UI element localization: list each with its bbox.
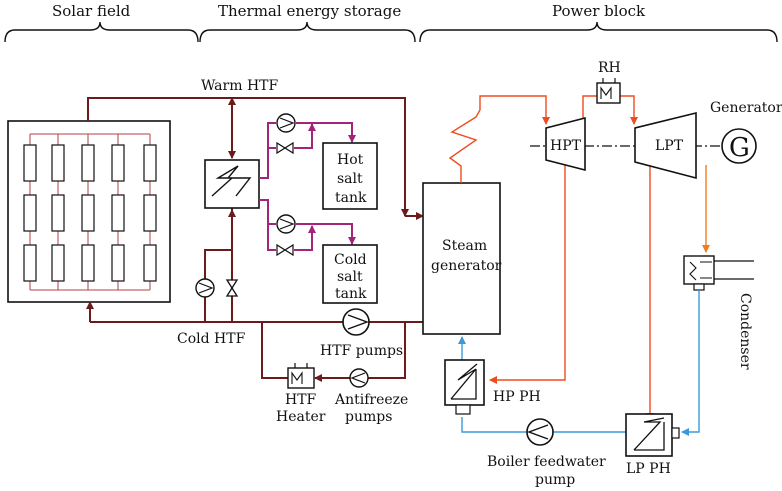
antifreeze-pumps-label-1: Antifreeze [334, 392, 408, 408]
cold-salt-pump [276, 214, 296, 234]
htf-heater-label-2: Heater [276, 409, 326, 425]
section-solar-field: Solar field [52, 2, 131, 20]
section-thermal-storage: Thermal energy storage [218, 2, 401, 20]
steam-generator: Steam generator [422, 182, 502, 335]
htf-heater-label-1: HTF [285, 392, 317, 408]
cold-salt-tank-label-1: Cold [334, 252, 367, 268]
htf-heater [287, 363, 315, 389]
cold-salt-valve [276, 243, 294, 257]
cold-htf-label: Cold HTF [177, 331, 246, 347]
boiler-feedwater-pump-label-1: Boiler feedwater [487, 454, 606, 470]
steam-generator-label-1: Steam [442, 238, 487, 254]
hot-salt-tank-label-2: salt [337, 171, 363, 187]
hpt-label: HPT [550, 138, 582, 154]
brace-solar-field [4, 21, 199, 43]
boiler-feedwater-pump [526, 418, 554, 446]
steam-generator-label-2: generator [431, 258, 502, 274]
section-power-block: Power block [552, 2, 646, 20]
condenser-label: Condenser [737, 293, 753, 370]
cold-salt-tank-label-3: tank [335, 286, 367, 302]
hp-preheater [444, 359, 485, 415]
hot-salt-tank: Hot salt tank [322, 142, 378, 210]
reheater [596, 78, 621, 104]
condenser [683, 255, 754, 291]
hp-turbine: HPT [545, 116, 586, 172]
cold-salt-tank: Cold salt tank [322, 244, 378, 304]
antifreeze-pumps [349, 368, 369, 388]
brace-power-block [419, 21, 778, 43]
warm-htf-label: Warm HTF [201, 78, 278, 94]
rh-label: RH [598, 60, 621, 76]
generator: G [721, 128, 757, 164]
hp-ph-label: HP PH [493, 389, 541, 405]
lpt-label: LPT [655, 138, 684, 154]
water-lines [458, 290, 700, 436]
tes-valve [225, 279, 239, 297]
htf-lines [86, 97, 424, 382]
lp-ph-label: LP PH [626, 461, 671, 477]
cold-salt-tank-label-2: salt [337, 269, 363, 285]
salt-lines [259, 122, 356, 251]
antifreeze-pumps-label-2: pumps [345, 409, 392, 425]
hot-salt-tank-label-1: Hot [337, 152, 364, 168]
brace-thermal-storage [199, 21, 416, 43]
lp-preheater [625, 413, 680, 457]
htf-pumps [342, 308, 370, 336]
lp-turbine: LPT [634, 111, 697, 180]
boiler-feedwater-pump-label-2: pump [535, 472, 575, 488]
generator-label: Generator [710, 100, 782, 116]
hot-salt-tank-label-3: tank [335, 190, 367, 206]
htf-pumps-label: HTF pumps [320, 343, 403, 359]
hot-salt-valve [276, 141, 294, 155]
hot-salt-pump [276, 113, 296, 133]
tes-heat-exchanger [204, 159, 260, 209]
generator-symbol: G [729, 133, 750, 163]
steam-lines [448, 95, 654, 421]
tes-bypass-pump [195, 278, 215, 298]
solar-field [7, 120, 171, 303]
